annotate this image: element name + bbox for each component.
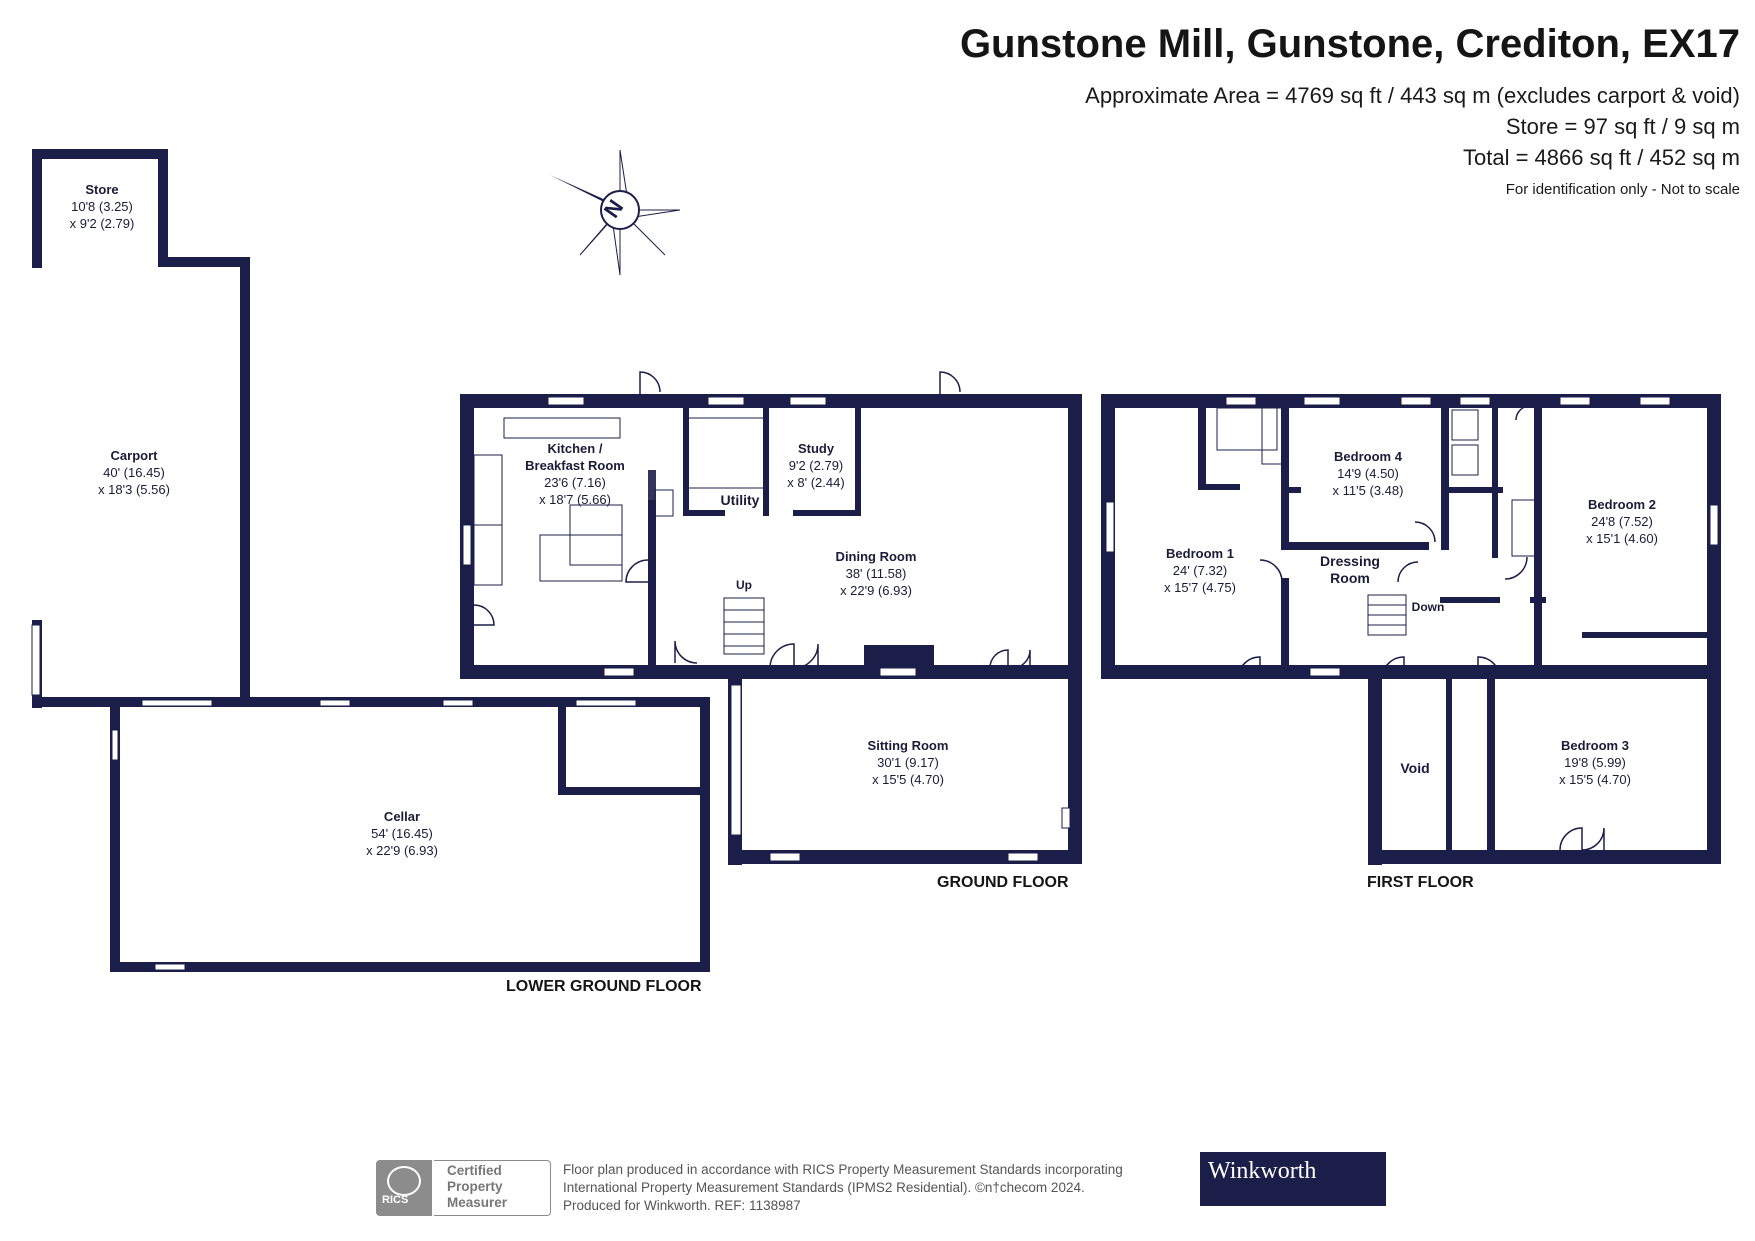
agent-logo [1200, 1152, 1386, 1206]
room-utility: Utility [721, 492, 760, 509]
room-name: Bedroom 3 [1561, 738, 1629, 753]
compass-north-icon [550, 149, 681, 276]
room-dimension: 23'6 (7.16) [544, 475, 606, 490]
room-dressing: Dressing Room [1320, 553, 1380, 587]
footer-line: International Property Measurement Stand… [563, 1180, 1085, 1195]
footer-statement: Floor plan produced in accordance with R… [563, 1161, 1123, 1215]
room-name: Bedroom 4 [1334, 449, 1402, 464]
room-study: Study 9'2 (2.79) x 8' (2.44) [787, 440, 844, 491]
room-dimension: x 22'9 (6.93) [366, 843, 438, 858]
room-dimension: 24' (7.32) [1172, 563, 1228, 578]
page-title: Gunstone Mill, Gunstone, Crediton, EX17 [959, 22, 1740, 66]
room-dining: Dining Room 38' (11.58) x 22'9 (6.93) [836, 548, 917, 599]
room-carport: Carport 40' (16.45) x 18'3 (5.56) [98, 447, 170, 498]
room-name: Sitting Room [867, 738, 949, 753]
room-dimension: 14'9 (4.50) [1337, 466, 1399, 481]
room-sitting: Sitting Room 30'1 (9.17) x 15'5 (4.70) [868, 737, 949, 788]
room-name: Utility [720, 492, 760, 508]
room-dimension: 24'8 (7.52) [1591, 514, 1653, 529]
room-dimension: 38' (11.58) [845, 566, 907, 581]
rics-certified-badge [434, 1160, 551, 1216]
room-name: Kitchen / [547, 441, 603, 456]
store-area: Store = 97 sq ft / 9 sq m [1505, 114, 1740, 139]
room-dimension: 40' (16.45) [103, 465, 165, 480]
floor-label-ground: GROUND FLOOR [937, 874, 1069, 891]
room-dimension: x 18'7 (5.66) [539, 492, 611, 507]
room-dimension: 19'8 (5.99) [1564, 755, 1626, 770]
room-bedroom-3: Bedroom 3 19'8 (5.99) x 15'5 (4.70) [1559, 737, 1631, 788]
room-name: Dressing [1320, 553, 1380, 569]
room-name: Store [85, 182, 119, 197]
room-dimension: x 22'9 (6.93) [840, 583, 912, 598]
rics-lion-icon [387, 1166, 421, 1196]
room-name: Room [1330, 570, 1370, 586]
identification-note: For identification only - Not to scale [1505, 181, 1740, 198]
stairs-up-label: Up [736, 577, 752, 594]
room-dimension: 10'8 (3.25) [71, 199, 133, 214]
room-name: Dining Room [835, 549, 917, 564]
stairs-label: Up [736, 578, 752, 592]
room-kitchen: Kitchen / Breakfast Room 23'6 (7.16) x 1… [525, 440, 625, 508]
room-name: Bedroom 2 [1588, 497, 1656, 512]
rics-wordmark: RICS [382, 1194, 409, 1206]
door-swings [473, 371, 1605, 851]
room-dimension: x 15'7 (4.75) [1164, 580, 1236, 595]
room-name: Carport [110, 448, 158, 463]
stairs-down-label: Down [1412, 599, 1445, 616]
room-bedroom-4: Bedroom 4 14'9 (4.50) x 11'5 (3.48) [1333, 448, 1404, 499]
cert-line: Property [447, 1179, 503, 1194]
stairs [723, 594, 1407, 655]
approximate-area: Approximate Area = 4769 sq ft / 443 sq m… [1085, 83, 1740, 108]
floor-label-first: FIRST FLOOR [1367, 874, 1474, 891]
cert-line: Certified [447, 1163, 502, 1178]
windows [31, 396, 1719, 971]
room-cellar: Cellar 54' (16.45) x 22'9 (6.93) [366, 808, 438, 859]
room-name: Bedroom 1 [1166, 546, 1234, 561]
room-name: Study [797, 441, 835, 456]
room-dimension: x 8' (2.44) [787, 475, 845, 490]
room-void: Void [1400, 760, 1429, 777]
total-area: Total = 4866 sq ft / 452 sq m [1463, 145, 1740, 170]
room-name: Void [1400, 760, 1430, 776]
room-bedroom-2: Bedroom 2 24'8 (7.52) x 15'1 (4.60) [1586, 496, 1658, 547]
room-name: Cellar [383, 809, 421, 824]
footer-line: Produced for Winkworth. REF: 1138987 [563, 1198, 801, 1213]
room-name: Breakfast Room [525, 458, 625, 473]
rics-certified-text: Certified Property Measurer [447, 1163, 507, 1211]
room-dimension: x 9'2 (2.79) [69, 216, 135, 231]
agent-logo-text: Winkworth [1208, 1158, 1317, 1184]
room-dimension: 54' (16.45) [371, 826, 433, 841]
room-dimension: x 18'3 (5.56) [98, 482, 170, 497]
room-dimension: 9'2 (2.79) [788, 458, 844, 473]
floor-label-lower-ground: LOWER GROUND FLOOR [506, 978, 702, 995]
room-dimension: x 11'5 (3.48) [1332, 483, 1404, 498]
kitchen-fittings [473, 407, 1539, 586]
cert-line: Measurer [447, 1195, 508, 1210]
room-store: Store 10'8 (3.25) x 9'2 (2.79) [70, 181, 135, 232]
room-dimension: x 15'5 (4.70) [872, 772, 944, 787]
footer-line: Floor plan produced in accordance with R… [563, 1162, 1123, 1177]
room-dimension: 30'1 (9.17) [877, 755, 939, 770]
room-dimension: x 15'1 (4.60) [1586, 531, 1658, 546]
stairs-label: Down [1411, 600, 1445, 614]
room-bedroom-1: Bedroom 1 24' (7.32) x 15'7 (4.75) [1164, 545, 1236, 596]
room-dimension: x 15'5 (4.70) [1559, 772, 1631, 787]
